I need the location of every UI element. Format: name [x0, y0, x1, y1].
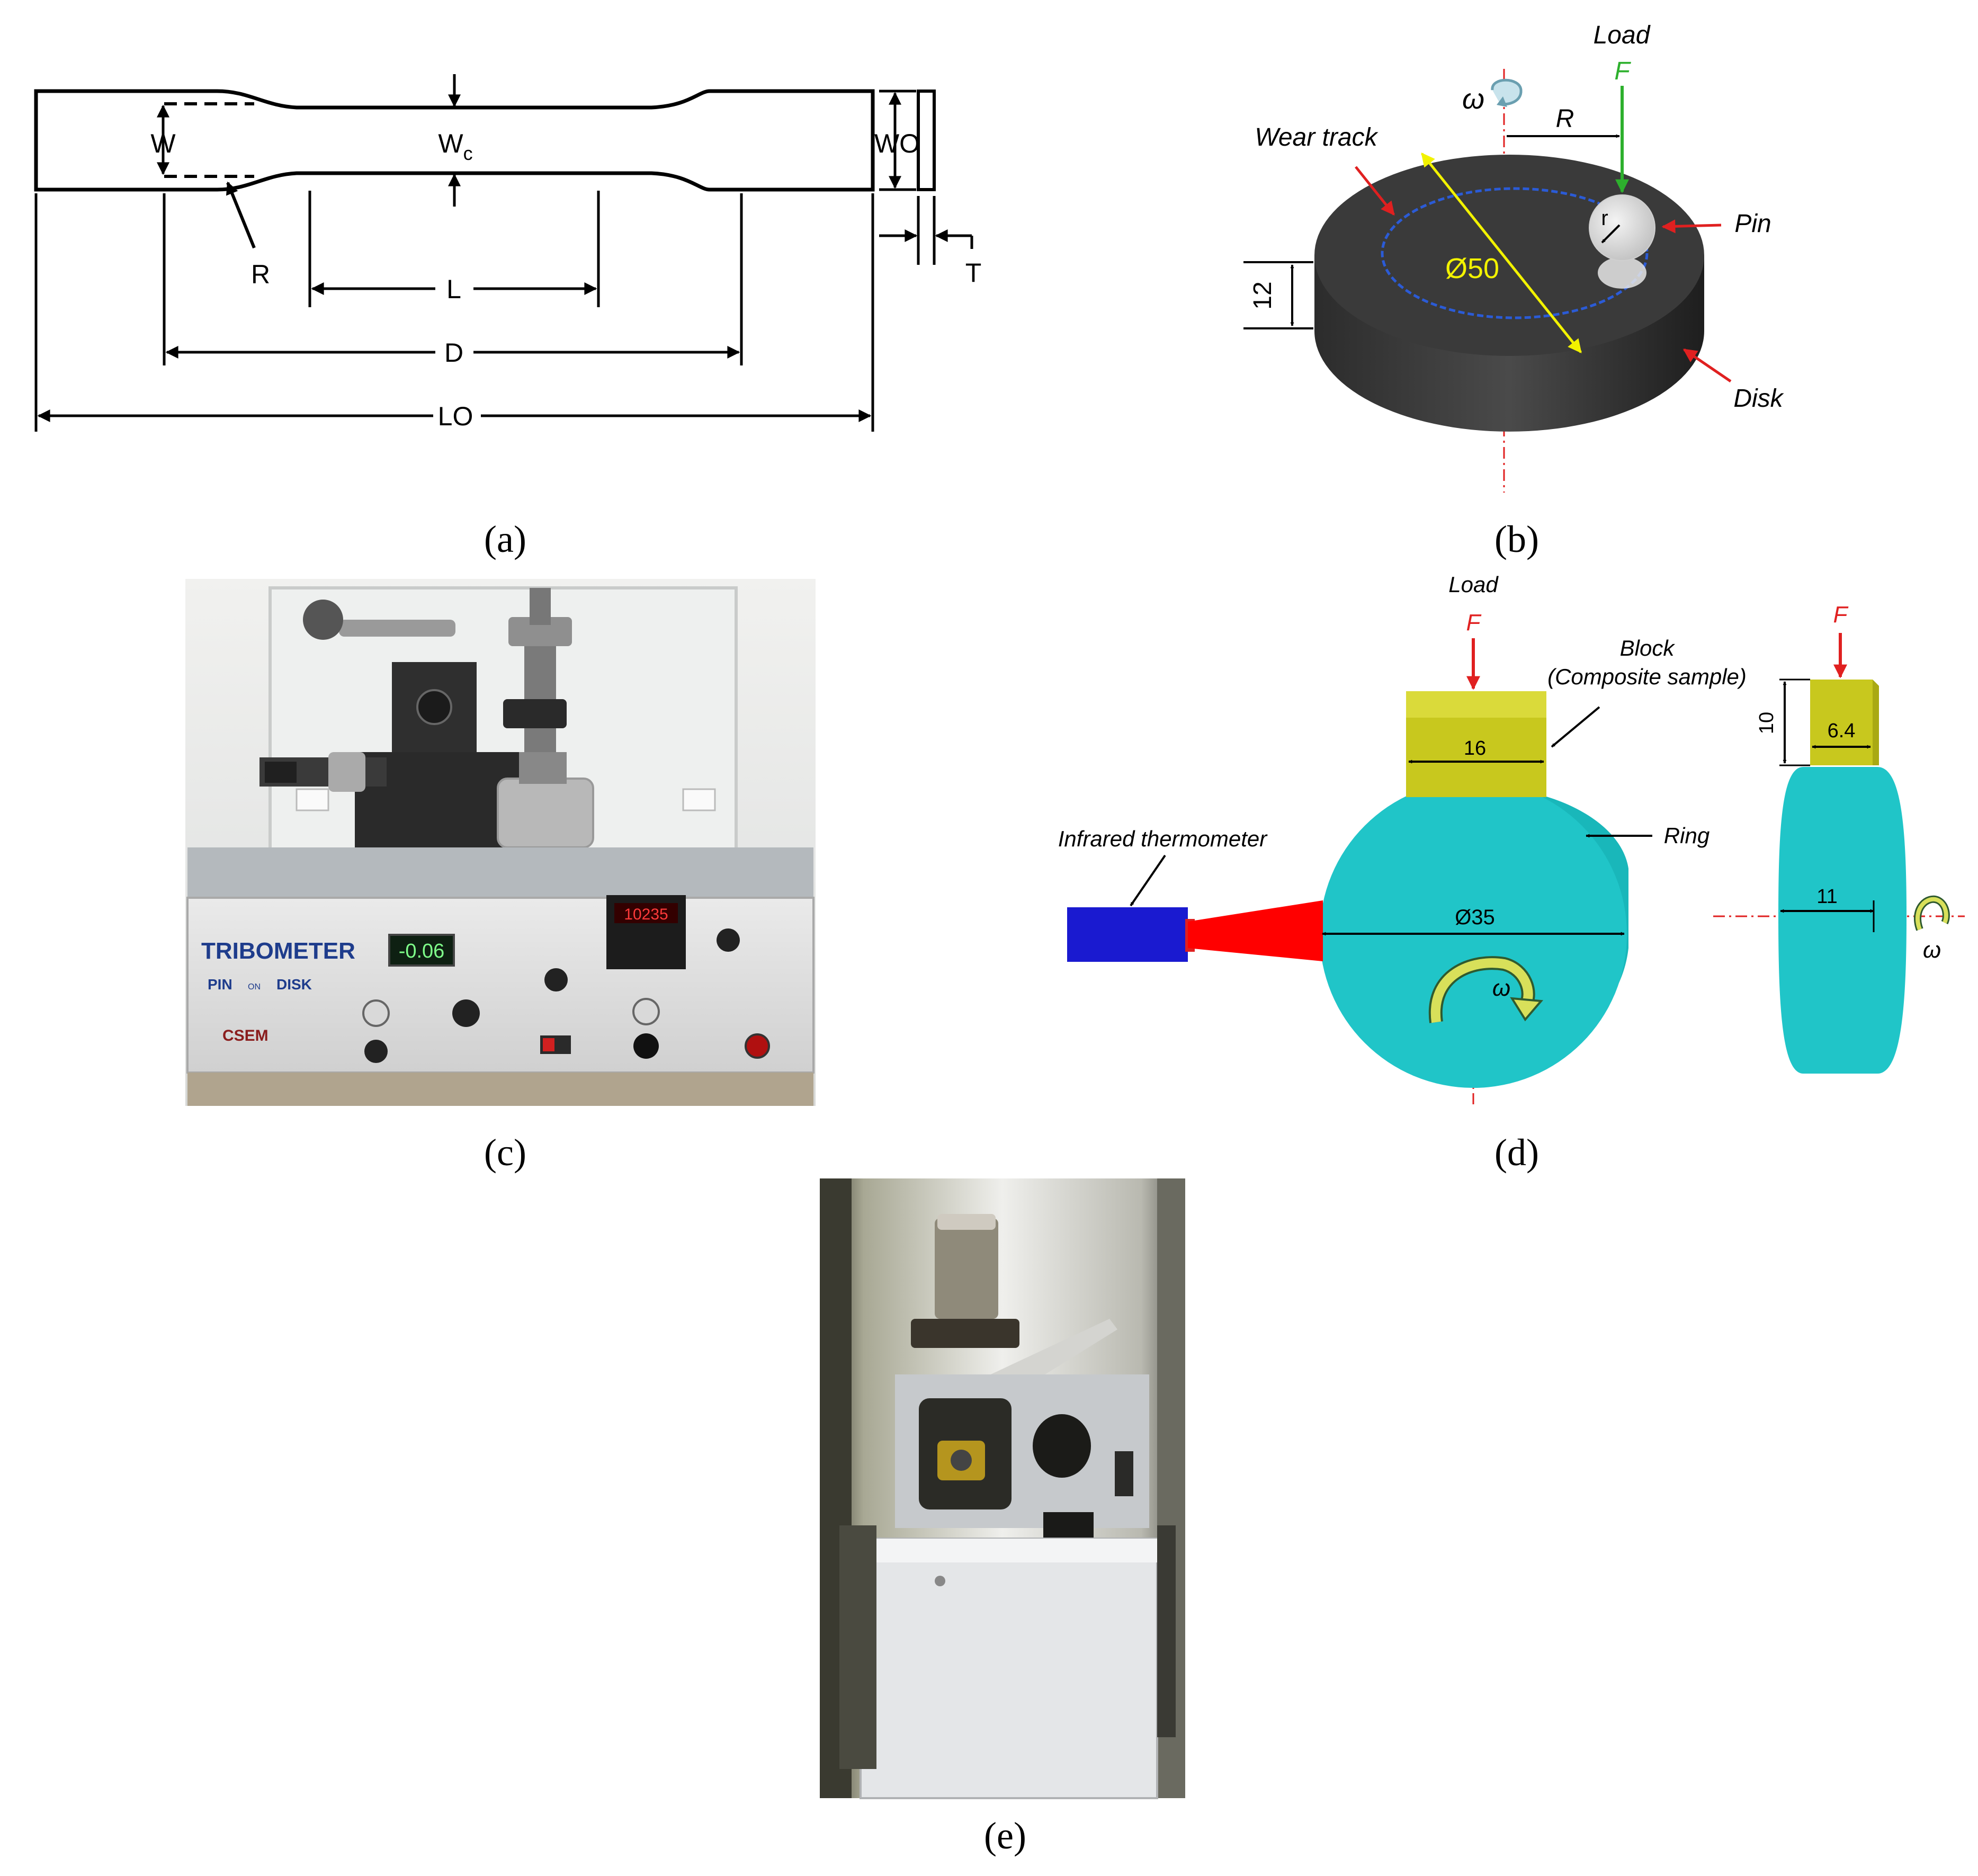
knob-4 — [717, 928, 740, 952]
label-wo: WO — [874, 129, 920, 158]
label-disk: Disk — [1733, 385, 1784, 413]
label-load-b: Load — [1594, 21, 1651, 49]
disk-holder — [497, 778, 594, 848]
panel-d-block-on-ring — [1067, 633, 1965, 1104]
label-lo: LO — [438, 401, 473, 431]
panel-c-tribometer-photo: TRIBOMETER PIN ON DISK CSEM -0.06 10235 — [185, 579, 816, 1106]
disk-pointer — [1682, 348, 1732, 383]
label-block: Block — [1620, 636, 1676, 660]
thickness-view — [917, 90, 936, 191]
ir-thermometer — [1067, 907, 1188, 962]
knob-3 — [544, 968, 568, 991]
photo-subtitle-disk: DISK — [276, 976, 312, 993]
diameter-arrow — [1421, 152, 1582, 354]
pin-circle — [1589, 194, 1655, 261]
force-display — [388, 934, 455, 967]
photo-subtitle-on: ON — [248, 982, 261, 991]
label-load-d: Load — [1448, 572, 1499, 597]
label-wc: Wc — [438, 129, 472, 164]
pin-radius-arrow — [1601, 224, 1621, 244]
label-r: R — [251, 260, 270, 289]
label-ring: Ring — [1664, 823, 1710, 848]
caption-d: (d) — [1494, 1131, 1539, 1174]
force-display-value: -0.06 — [399, 940, 445, 962]
label-l: L — [446, 274, 461, 304]
instrument-panel — [186, 897, 815, 1074]
thermometer-pointer — [1130, 854, 1166, 907]
photo-title-text: TRIBOMETER — [201, 938, 355, 964]
instrument-top — [187, 847, 813, 898]
power-button — [745, 1033, 770, 1059]
label-thickness-b: 12 — [1249, 281, 1277, 309]
panel-b-pin-on-disk — [1243, 69, 1732, 493]
load-weight — [935, 1218, 998, 1319]
panel-b-labels: Load F ω R Wear track Pin Disk r Ø50 12 — [1249, 21, 1785, 413]
label-diameter-b: Ø50 — [1445, 253, 1499, 284]
label-w: W — [150, 129, 176, 158]
block-pointer — [1551, 706, 1600, 748]
weight-plate — [911, 1319, 1019, 1348]
photo-subtitle-pin: PIN — [208, 976, 232, 993]
label-side-height: 10 — [1756, 712, 1778, 734]
label-omega-side: ω — [1923, 937, 1941, 963]
label-block-width: 16 — [1464, 737, 1486, 760]
knob-1 — [362, 999, 390, 1027]
caption-a: (a) — [484, 518, 526, 560]
ir-beam — [1188, 900, 1323, 961]
label-side-depth: 6.4 — [1828, 720, 1856, 742]
machine-base — [860, 1538, 1158, 1799]
label-radius-b: R — [1556, 105, 1574, 133]
side-ring — [1778, 767, 1907, 1074]
photo-brand: CSEM — [222, 1027, 268, 1044]
label-omega-d: ω — [1492, 975, 1510, 1001]
panel-e-block-on-ring-photo — [820, 1178, 1185, 1799]
caption-c: (c) — [484, 1131, 526, 1174]
label-thermometer: Infrared thermometer — [1058, 826, 1268, 851]
panel-a-tensile-specimen — [34, 74, 973, 432]
specimen-outline — [34, 89, 875, 192]
load-arm — [339, 620, 455, 637]
label-pin-radius: r — [1601, 207, 1608, 230]
panel-a-labels: W Wc WO R L D LO T — [150, 129, 981, 431]
label-ring-width: 11 — [1816, 886, 1837, 908]
label-ring-diameter: Ø35 — [1455, 906, 1495, 929]
cycle-display-value: 10235 — [624, 906, 668, 923]
label-force-d: F — [1466, 610, 1482, 636]
label-omega-b: ω — [1462, 83, 1484, 115]
label-d: D — [444, 338, 463, 368]
label-t: T — [965, 258, 982, 288]
caption-b: (b) — [1494, 518, 1539, 560]
pin-pointer — [1661, 219, 1722, 234]
pin-shadow — [1598, 257, 1646, 289]
caption-e: (e) — [984, 1815, 1026, 1857]
label-block-composite: (Composite sample) — [1547, 664, 1747, 689]
wear-track-pointer — [1355, 166, 1395, 216]
knob-5 — [632, 998, 660, 1025]
r-leader — [226, 181, 256, 249]
side-block — [1810, 680, 1873, 765]
label-wear-track: Wear track — [1255, 123, 1379, 151]
label-force-side: F — [1833, 602, 1849, 628]
label-pin: Pin — [1734, 210, 1771, 238]
label-force-b: F — [1614, 57, 1631, 85]
knob-2 — [452, 999, 480, 1027]
panel-d-labels: Load F F Block (Composite sample) 16 Rin… — [1058, 572, 1941, 1001]
knob-6 — [364, 1040, 388, 1063]
omega-rotation-icon — [1491, 78, 1523, 106]
